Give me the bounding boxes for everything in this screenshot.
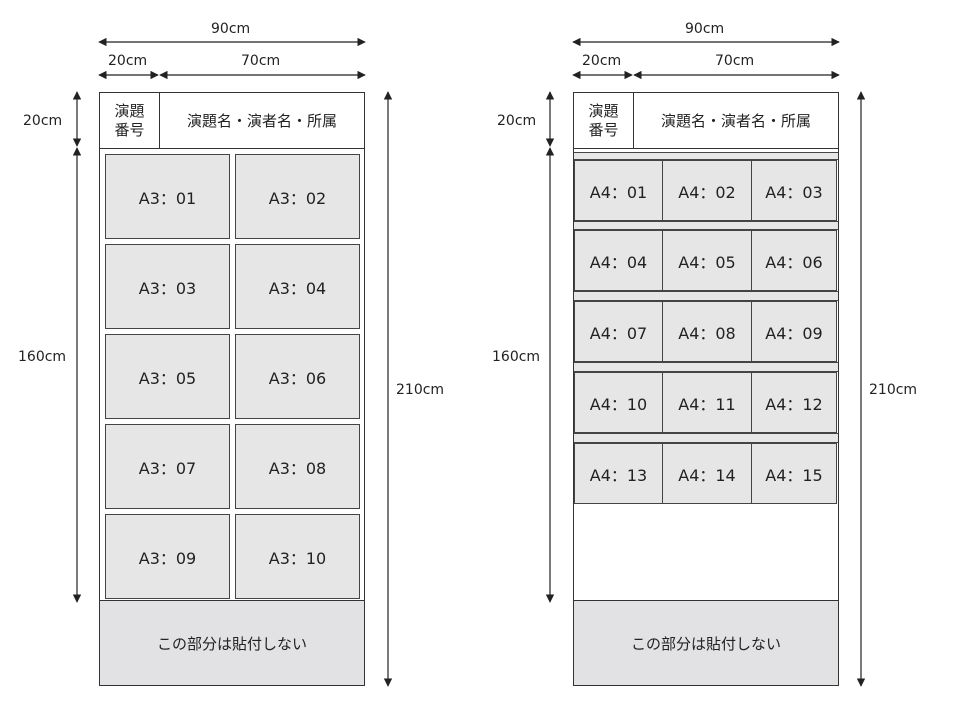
a4-cell: A4：10 [574, 372, 663, 433]
a4-row-separator [574, 291, 838, 301]
a4-poster-height-label: 160cm [492, 349, 541, 365]
a3-poster-height-label: 160cm [18, 349, 67, 365]
a4-total-width-label: 90cm [685, 21, 725, 37]
a4-cell: A4：05 [662, 230, 752, 291]
a3-cell: A3：02 [235, 154, 360, 239]
a4-cell: A4：02 [662, 160, 752, 221]
a3-total-width-label: 90cm [211, 21, 251, 37]
a3-header-code: 演題 番号 [100, 93, 160, 148]
a3-header-height-label: 20cm [23, 113, 63, 129]
a4-code-width-label: 20cm [582, 53, 622, 69]
a4-title-width-label: 70cm [715, 53, 755, 69]
a4-cell: A4：15 [751, 443, 837, 504]
a4-row-separator [574, 433, 838, 443]
a3-cell: A3：06 [235, 334, 360, 419]
a4-header: 演題 番号 演題名・演者名・所属 [574, 93, 838, 149]
a4-cell: A4：11 [662, 372, 752, 433]
a4-row-separator [574, 152, 838, 160]
a3-poster-board: 演題 番号 演題名・演者名・所属 A3：01 A3：02 A3：03 A3：04… [99, 92, 365, 686]
a3-footer-no-paste: この部分は貼付しない [100, 600, 364, 685]
a4-poster-board: 演題 番号 演題名・演者名・所属 A4：01 A4：02 A4：03 A4：04… [573, 92, 839, 686]
a3-cell: A3：03 [105, 244, 230, 329]
a4-cell: A4：08 [662, 301, 752, 362]
a3-total-height-label: 210cm [396, 382, 445, 398]
a4-cell: A4：14 [662, 443, 752, 504]
a3-header: 演題 番号 演題名・演者名・所属 [100, 93, 364, 149]
a4-cell: A4：09 [751, 301, 837, 362]
a4-row-separator [574, 221, 838, 230]
a4-header-title: 演題名・演者名・所属 [660, 112, 811, 130]
a4-total-height-label: 210cm [869, 382, 918, 398]
a4-footer-no-paste: この部分は貼付しない [574, 600, 838, 685]
a3-code-width-label: 20cm [108, 53, 148, 69]
a4-cell: A4：13 [574, 443, 663, 504]
a4-cell: A4：04 [574, 230, 663, 291]
a3-cell: A3：07 [105, 424, 230, 509]
a4-cell: A4：12 [751, 372, 837, 433]
a3-cell: A3：10 [235, 514, 360, 599]
a3-cell: A3：08 [235, 424, 360, 509]
a3-cell: A3：09 [105, 514, 230, 599]
a4-cell: A4：01 [574, 160, 663, 221]
a4-cell: A4：06 [751, 230, 837, 291]
a3-title-width-label: 70cm [241, 53, 281, 69]
a4-cell: A4：03 [751, 160, 837, 221]
a4-row-separator [574, 362, 838, 372]
a4-header-code: 演題 番号 [574, 93, 634, 148]
a3-cell: A3：04 [235, 244, 360, 329]
a3-cell: A3：05 [105, 334, 230, 419]
a3-cell: A3：01 [105, 154, 230, 239]
a4-cell: A4：07 [574, 301, 663, 362]
a4-header-height-label: 20cm [497, 113, 537, 129]
a3-header-title: 演題名・演者名・所属 [186, 112, 337, 130]
